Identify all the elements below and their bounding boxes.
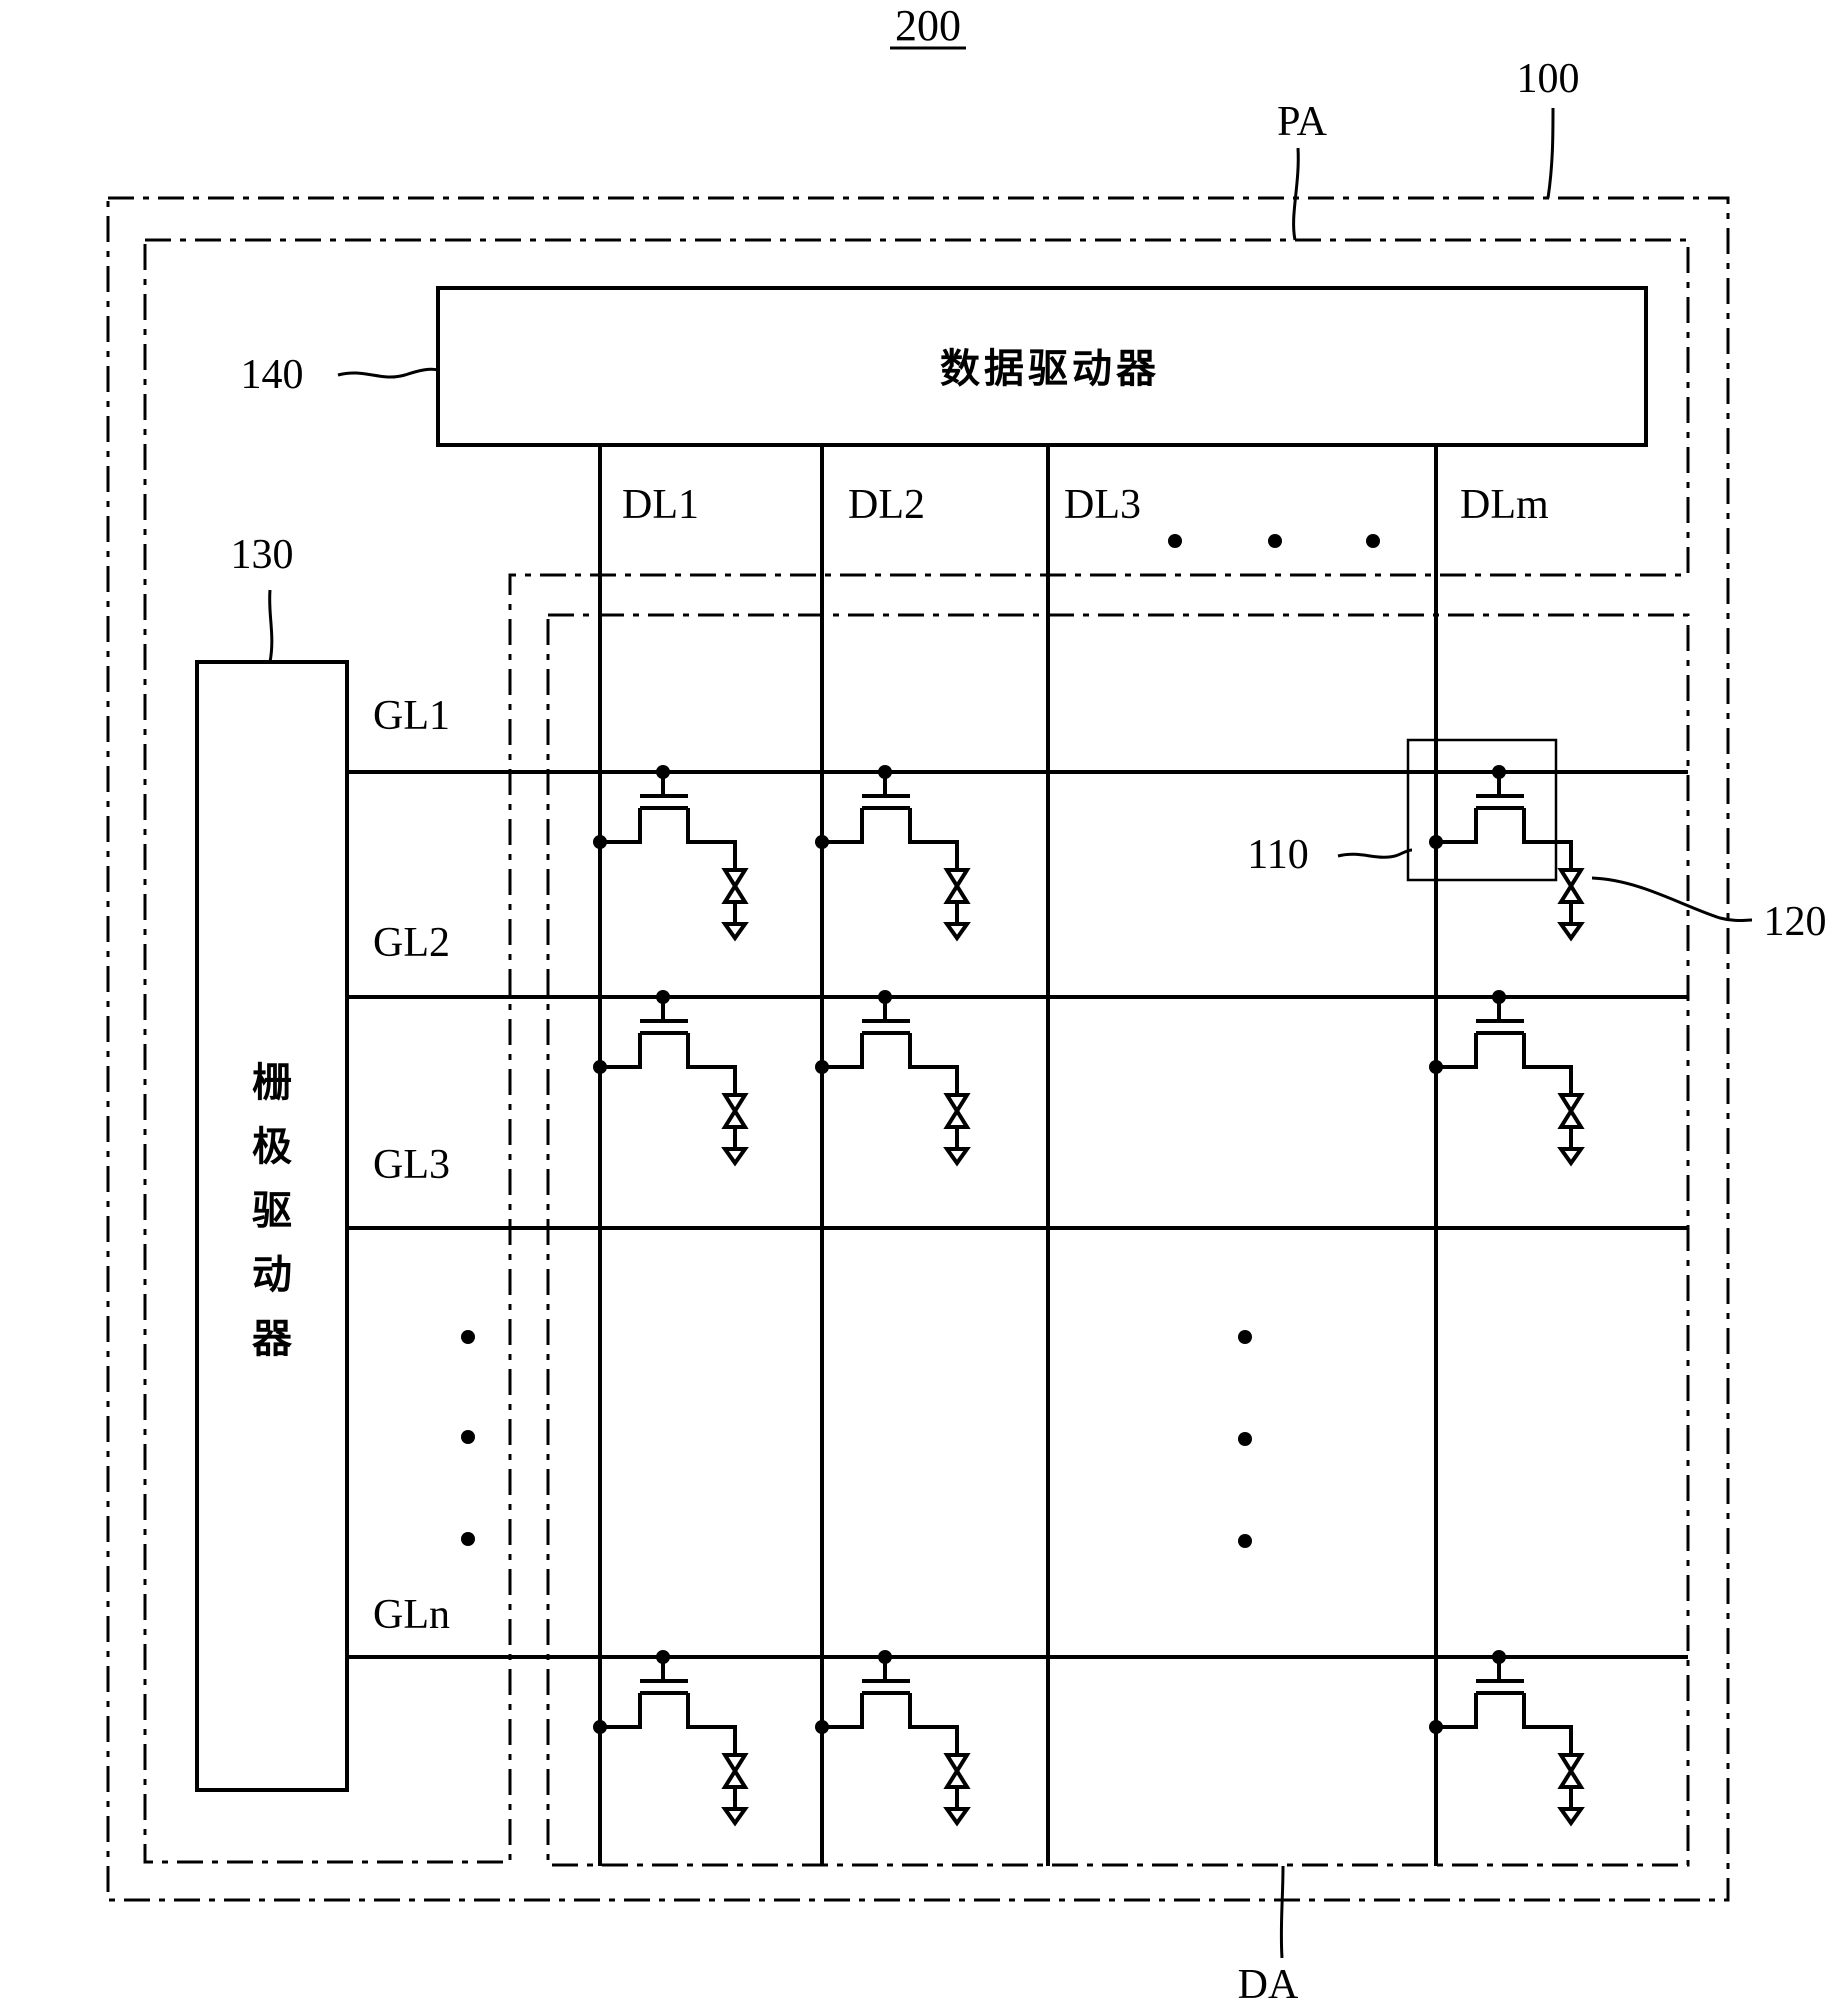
gate-line-label-1: GL1: [373, 693, 450, 739]
pixel-cells: [593, 765, 1581, 1823]
switch-ref: 110: [1247, 832, 1308, 878]
bowtie-pixel-element-icon: [725, 1755, 745, 1823]
data-line-label-1: DL1: [622, 482, 699, 528]
gate-line-label-2: GL2: [373, 920, 450, 966]
gate-driver-char-2: 极: [252, 1124, 292, 1170]
gate-driver-char-1: 栅: [252, 1060, 292, 1106]
element-ref: 120: [1764, 899, 1827, 945]
pixel-cell: [1429, 765, 1581, 938]
thin-film-transistor-icon: [593, 1650, 735, 1755]
gate-driver-char-3: 驱: [252, 1188, 292, 1234]
bowtie-pixel-element-icon: [947, 1755, 967, 1823]
data-driver-ref: 140: [241, 352, 304, 398]
thin-film-transistor-icon: [815, 765, 957, 870]
bowtie-pixel-element-icon: [1561, 1755, 1581, 1823]
data-lines: [600, 445, 1436, 1866]
display-area-outline: [548, 615, 1688, 1865]
bowtie-pixel-element-icon: [725, 1095, 745, 1163]
gate-driver-char-4: 动: [252, 1252, 292, 1298]
data-line-label-2: DL2: [848, 482, 925, 528]
pixel-cell: [815, 1650, 967, 1823]
pixel-cell: [1429, 990, 1581, 1163]
data-driver-text: 数据驱动器: [940, 346, 1160, 392]
bowtie-pixel-element-icon: [947, 1095, 967, 1163]
data-line-label-3: DL3: [1064, 482, 1141, 528]
switch-leader: [1338, 850, 1412, 857]
pixel-cell: [593, 765, 745, 938]
bowtie-pixel-element-icon: [725, 870, 745, 938]
thin-film-transistor-icon: [815, 1650, 957, 1755]
ellipsis-dots-icon: [1168, 534, 1380, 548]
thin-film-transistor-icon: [1429, 765, 1571, 870]
ellipsis-dots-icon: [461, 1330, 475, 1546]
bowtie-pixel-element-icon: [1561, 870, 1581, 938]
thin-film-transistor-icon: [593, 765, 735, 870]
peripheral-area-label: PA: [1277, 99, 1328, 145]
bowtie-pixel-element-icon: [1561, 1095, 1581, 1163]
panel-label: 100: [1517, 56, 1580, 102]
panel-leader: [1548, 108, 1553, 198]
pixel-cell: [593, 1650, 745, 1823]
ellipsis-dots-icon: [1238, 1330, 1252, 1548]
thin-film-transistor-icon: [815, 990, 957, 1095]
gate-driver-leader: [270, 590, 272, 662]
bowtie-pixel-element-icon: [947, 870, 967, 938]
thin-film-transistor-icon: [1429, 990, 1571, 1095]
figure-title: 200: [895, 1, 961, 50]
pixel-cell: [815, 990, 967, 1163]
thin-film-transistor-icon: [1429, 1650, 1571, 1755]
pixel-cell: [1429, 1650, 1581, 1823]
gate-line-label-n: GLn: [373, 1592, 450, 1638]
panel-boundary: [108, 198, 1728, 1900]
pixel-cell: [593, 990, 745, 1163]
gate-driver-ref: 130: [231, 532, 294, 578]
data-line-label-m: DLm: [1460, 482, 1549, 528]
display-area-label: DA: [1238, 1962, 1299, 2003]
thin-film-transistor-icon: [593, 990, 735, 1095]
peripheral-area-leader: [1294, 148, 1299, 240]
data-driver-leader: [338, 369, 438, 377]
gate-driver-char-5: 器: [252, 1316, 293, 1362]
gate-line-label-3: GL3: [373, 1142, 450, 1188]
pixel-cell: [815, 765, 967, 938]
display-area-leader: [1281, 1866, 1283, 1958]
